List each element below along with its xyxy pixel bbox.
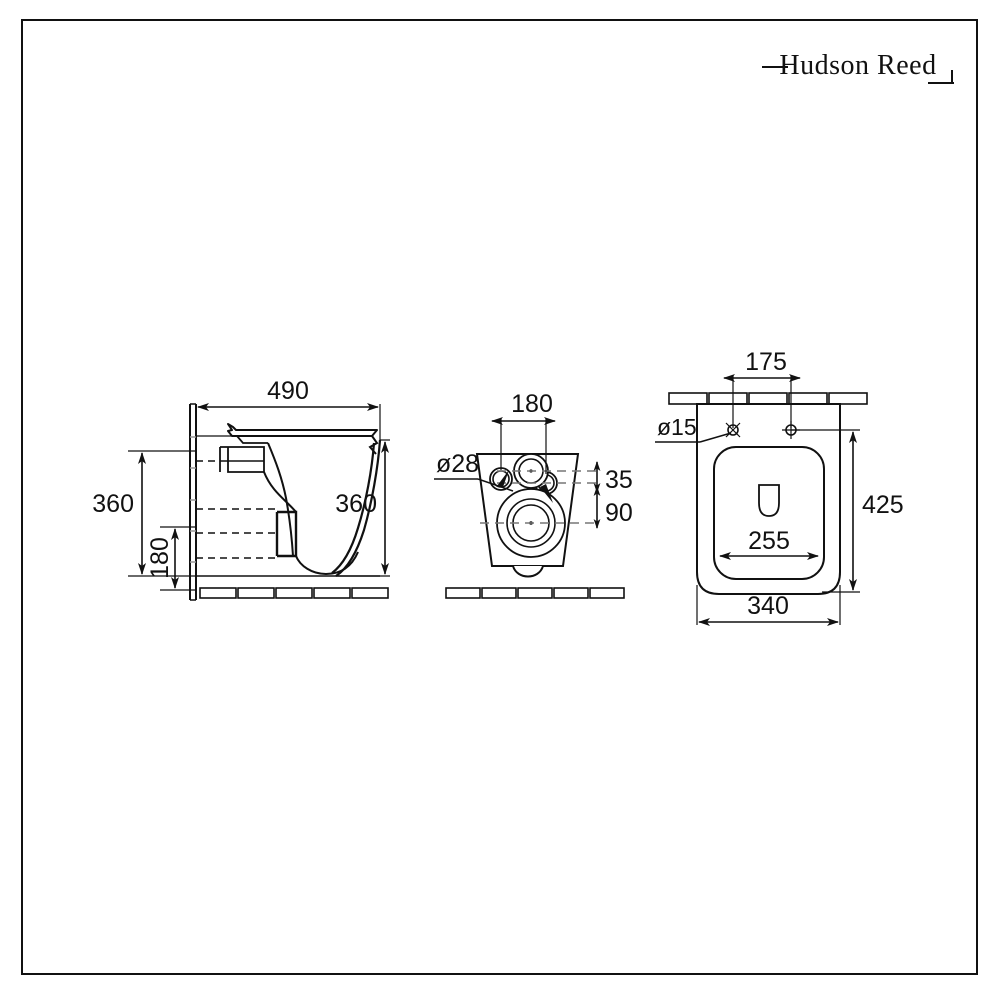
side-elevation-view: 490 360 180 360 xyxy=(92,377,390,601)
dimension-label-180-rear: 180 xyxy=(511,390,553,418)
dimension-label-340: 340 xyxy=(747,592,789,620)
rear-elevation-view: 180 ø28 35 90 xyxy=(434,390,633,599)
dimension-height-35: 35 xyxy=(593,461,633,494)
dimension-label-360-right: 360 xyxy=(335,490,377,518)
dimension-dia-28: ø28 xyxy=(434,450,553,503)
dimension-height-180: 180 xyxy=(146,526,196,591)
dimension-label-490: 490 xyxy=(267,377,309,405)
dimension-label-360-left: 360 xyxy=(92,490,134,518)
dimension-width-180: 180 xyxy=(491,390,556,474)
dimension-label-255: 255 xyxy=(748,527,790,555)
logo-artwork xyxy=(762,66,954,84)
dimension-label-175: 175 xyxy=(745,348,787,376)
dimension-width-340: 340 xyxy=(696,585,841,626)
hudson-reed-logo: Hudson Reed xyxy=(758,50,958,94)
dimension-height-425: 425 xyxy=(791,429,904,593)
rear-bottom-arc xyxy=(512,565,544,578)
floor-hatch xyxy=(199,587,389,599)
dimension-width-255: 255 xyxy=(719,527,819,560)
dimension-height-90: 90 xyxy=(593,486,633,529)
logo-wordmark: Hudson Reed xyxy=(779,50,937,81)
dimension-height-360-right: 360 xyxy=(335,439,390,577)
dimension-label-180: 180 xyxy=(146,537,174,579)
dimension-label-425: 425 xyxy=(862,491,904,519)
toilet-side-profile xyxy=(196,423,382,577)
dimension-label-90: 90 xyxy=(605,499,633,527)
dimension-width-490: 490 xyxy=(195,377,381,440)
plan-wall-strip xyxy=(668,392,868,405)
dimension-label-dia-28: ø28 xyxy=(436,450,479,478)
dimension-label-dia-15: ø15 xyxy=(657,414,697,440)
wall-section xyxy=(189,403,197,601)
page-border xyxy=(21,19,978,975)
dimension-height-360-left: 360 xyxy=(92,450,196,577)
dimension-width-175: 175 xyxy=(723,348,801,428)
plan-view: 175 ø15 425 255 xyxy=(655,348,904,626)
rear-floor-hatch xyxy=(445,587,625,599)
dimension-label-35: 35 xyxy=(605,466,633,494)
plan-flush-outlet xyxy=(758,484,780,517)
dimension-dia-15: ø15 xyxy=(655,414,732,443)
